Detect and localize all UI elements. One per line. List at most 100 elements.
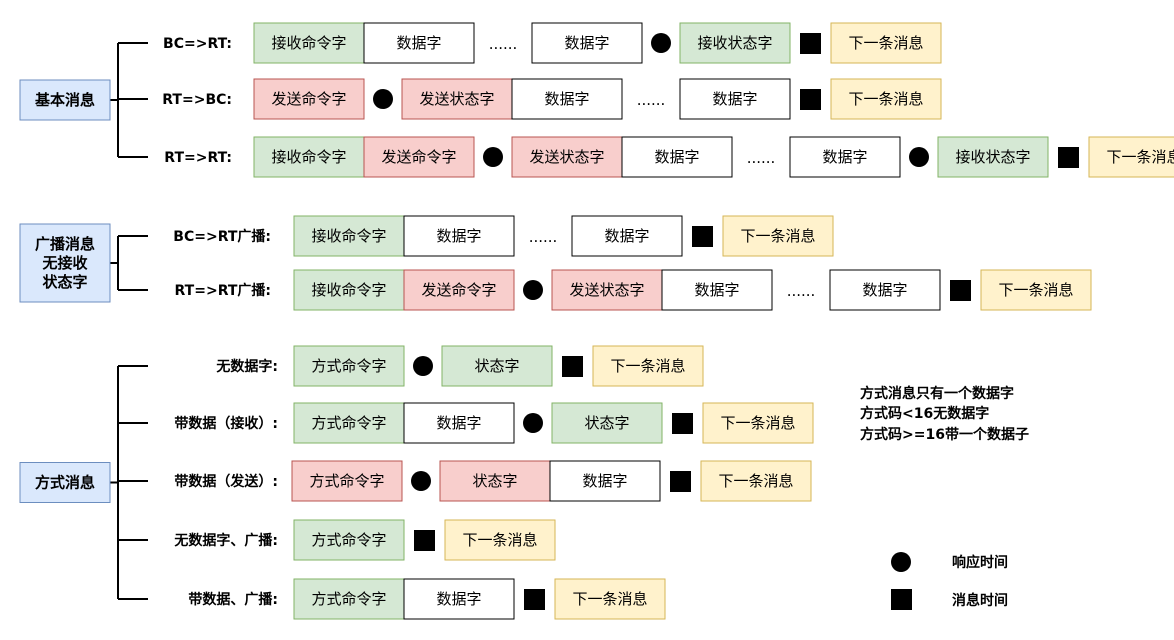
word-box-rect: [1088, 136, 1174, 178]
word-box-rect: [511, 78, 623, 120]
response-time-marker-icon: [373, 89, 393, 109]
word-box-label: 发送状态字: [529, 148, 604, 166]
word-box-rect: [592, 345, 704, 387]
word-box-label: 数据字: [694, 281, 739, 299]
message-word-box: 方式命令字: [291, 460, 403, 502]
word-box-label: 下一条消息: [610, 357, 685, 375]
ellipsis-dots: ......: [747, 149, 776, 167]
message-word-box: 数据字: [829, 269, 941, 311]
response-time-marker-icon: [523, 280, 543, 300]
message-word-box: 下一条消息: [830, 78, 942, 120]
message-time-marker-icon: [672, 413, 693, 434]
response-time-marker-icon: [413, 356, 433, 376]
row-label: 带数据（发送）:: [174, 473, 278, 490]
word-box-label: 数据字: [822, 148, 867, 166]
word-box-rect: [291, 460, 403, 502]
response-time-marker-icon: [523, 413, 543, 433]
ellipsis-dots: ......: [529, 228, 558, 246]
word-box-label: 状态字: [472, 472, 517, 490]
message-word-box: 方式命令字: [293, 578, 405, 620]
word-box-rect: [551, 402, 663, 444]
word-box-label: 状态字: [474, 357, 519, 375]
word-box-label: 方式命令字: [311, 531, 386, 549]
message-word-box: 下一条消息: [554, 578, 666, 620]
message-word-box: 数据字: [531, 22, 643, 64]
message-word-box: 状态字: [551, 402, 663, 444]
word-box-label: 数据字: [564, 34, 609, 52]
message-time-marker-icon: [692, 226, 713, 247]
message-word-box: 发送状态字: [401, 78, 513, 120]
message-time-marker-icon: [1058, 147, 1079, 168]
response-time-marker-icon: [411, 471, 431, 491]
word-box-rect: [551, 269, 663, 311]
message-word-box: 下一条消息: [980, 269, 1092, 311]
message-word-box: 发送状态字: [511, 136, 623, 178]
message-word-box: 方式命令字: [293, 519, 405, 561]
word-box-rect: [403, 578, 515, 620]
message-time-marker-icon: [800, 89, 821, 110]
word-box-rect: [702, 402, 814, 444]
group-label-box: [19, 223, 111, 303]
response-time-marker-icon: [651, 33, 671, 53]
word-box-rect: [679, 78, 791, 120]
message-word-box: 接收命令字: [253, 136, 365, 178]
word-box-rect: [293, 215, 405, 257]
word-box-rect: [554, 578, 666, 620]
word-box-rect: [531, 22, 643, 64]
message-word-box: 下一条消息: [702, 402, 814, 444]
message-word-box: 发送命令字: [253, 78, 365, 120]
word-box-label: 发送命令字: [421, 281, 496, 299]
word-box-rect: [293, 402, 405, 444]
message-word-box: 发送命令字: [403, 269, 515, 311]
message-time-marker-icon: [670, 471, 691, 492]
word-box-label: 数据字: [654, 148, 699, 166]
word-box-label: 下一条消息: [848, 90, 923, 108]
message-time-marker-icon: [414, 530, 435, 551]
word-box-rect: [661, 269, 773, 311]
message-time-legend-icon: [891, 589, 912, 610]
message-word-box: 数据字: [511, 78, 623, 120]
word-box-label: 发送状态字: [569, 281, 644, 299]
word-box-rect: [980, 269, 1092, 311]
word-box-rect: [830, 78, 942, 120]
word-box-label: 下一条消息: [848, 34, 923, 52]
message-word-box: 状态字: [441, 345, 553, 387]
response-time-marker-icon: [909, 147, 929, 167]
message-word-box: 下一条消息: [830, 22, 942, 64]
word-box-label: 方式命令字: [311, 590, 386, 608]
word-box-label: 数据字: [712, 90, 757, 108]
word-box-rect: [363, 136, 475, 178]
word-box-rect: [789, 136, 901, 178]
word-box-label: 状态字: [584, 414, 629, 432]
word-box-label: 发送命令字: [271, 90, 346, 108]
word-box-label: 数据字: [544, 90, 589, 108]
message-word-box: 下一条消息: [700, 460, 812, 502]
word-box-label: 方式命令字: [309, 472, 384, 490]
word-box-rect: [722, 215, 834, 257]
message-word-box: 状态字: [439, 460, 551, 502]
word-box-rect: [293, 345, 405, 387]
word-box-label: 接收命令字: [271, 148, 346, 166]
message-word-box: 方式命令字: [293, 345, 405, 387]
note-line-3: 方式码>=16带一个数据子: [860, 426, 1029, 443]
response-time-legend-icon: [891, 552, 911, 572]
group-label-box: [19, 79, 111, 121]
word-box-rect: [937, 136, 1049, 178]
message-word-box: 数据字: [549, 460, 661, 502]
row-label: 带数据、广播:: [188, 591, 278, 608]
message-word-box: 下一条消息: [1088, 136, 1174, 178]
word-box-rect: [549, 460, 661, 502]
word-box-rect: [444, 519, 556, 561]
row-label: RT=>BC:: [162, 92, 232, 108]
message-word-box: 发送命令字: [363, 136, 475, 178]
word-box-label: 数据字: [862, 281, 907, 299]
message-word-box: 数据字: [789, 136, 901, 178]
row-label: BC=>RT:: [163, 36, 232, 52]
word-box-rect: [441, 345, 553, 387]
word-box-rect: [403, 402, 515, 444]
message-word-box: 接收命令字: [253, 22, 365, 64]
word-box-rect: [403, 269, 515, 311]
word-box-label: 数据字: [582, 472, 627, 490]
word-box-label: 方式命令字: [311, 414, 386, 432]
